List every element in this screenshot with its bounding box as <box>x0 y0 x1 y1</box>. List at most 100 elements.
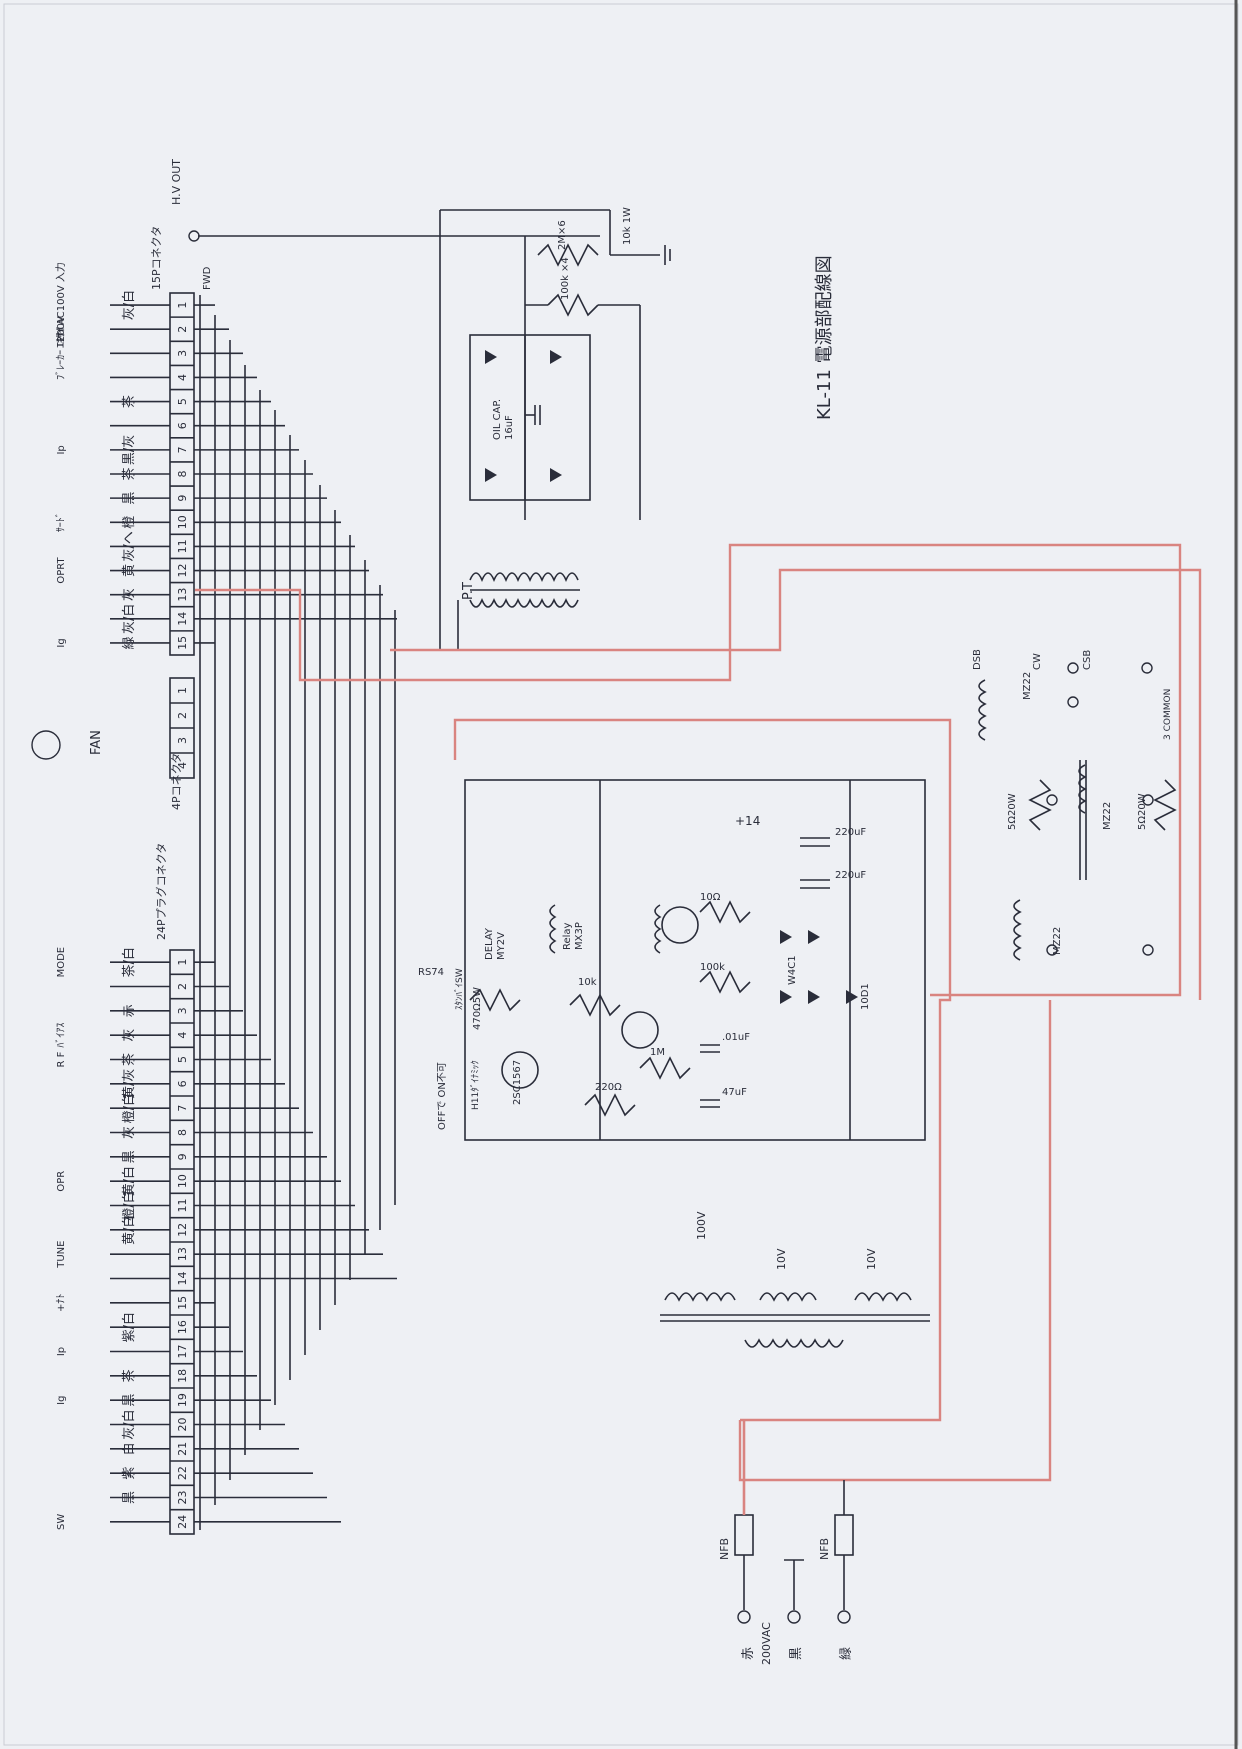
csb-label: CSB <box>1082 650 1093 670</box>
pin-number: 19 <box>176 1393 189 1407</box>
tr2-label: H11ﾀﾞｲﾅﾐｯｸ <box>470 1060 481 1110</box>
pin-number: 9 <box>176 495 189 502</box>
pin-number: 1 <box>176 959 189 966</box>
pin-function-label: +ﾅﾄ <box>55 1294 67 1312</box>
r-10k1w-label: 10k 1W <box>622 207 633 245</box>
v10b-label: 10V <box>865 1248 878 1270</box>
wire-color-label: 橙/白 <box>121 1190 137 1220</box>
pin-function-label: OPR <box>56 1171 67 1192</box>
wire-color-label: 茶/白 <box>121 947 137 977</box>
wire-color-label: 灰/白 <box>121 604 137 634</box>
pt-label: P.T <box>461 582 476 600</box>
pin-function-label: SW <box>56 1514 67 1530</box>
r-220-label: 220Ω <box>595 1082 622 1093</box>
wire-color-label: 黒/灰 <box>122 435 137 465</box>
wire-color-label: 紫/白 <box>121 1312 137 1342</box>
common-label: 3 COMMON <box>1163 689 1173 740</box>
fan-label: FAN <box>89 730 104 755</box>
v10a-label: 10V <box>775 1248 788 1270</box>
wire-color-label: 灰/白 <box>121 290 137 320</box>
hv-out-label: H.V OUT <box>170 159 183 205</box>
connector-15p-tag: FWD <box>202 266 213 290</box>
wire-color-label: 黒 <box>122 1491 137 1504</box>
pin-number: 7 <box>176 1105 189 1112</box>
pin-number: 15 <box>176 1296 189 1310</box>
c-01-label: .01uF <box>722 1032 750 1043</box>
connector-4p: 1 2 3 4 <box>169 677 195 779</box>
wire-color-label: 黄/白 <box>121 1166 137 1196</box>
r-1m-label: 1M <box>650 1047 665 1058</box>
wire-color-label: 赤 <box>122 1004 137 1017</box>
relay-delay-label: DELAY <box>484 927 495 960</box>
pin-number: 12 <box>176 1223 189 1237</box>
wire-color-label: 白 <box>121 1442 137 1455</box>
oilcap-value: 16uF <box>504 415 515 440</box>
ac-label: 200VAC <box>760 1622 773 1665</box>
pin-number: 4 <box>176 1032 189 1039</box>
pin-number: 13 <box>176 1247 189 1261</box>
relay-delay-model: MY2V <box>496 932 507 960</box>
pin-number: 4 <box>176 374 189 381</box>
wire-color-label: 茶 <box>121 467 137 480</box>
wire-color-label: 黒 <box>122 1150 137 1163</box>
pin-number: 24 <box>176 1515 189 1529</box>
mz22c-label: MZ22 <box>1052 927 1063 955</box>
pin-number: 6 <box>176 422 189 429</box>
pin-number: 2 <box>176 326 189 333</box>
offon-label: OFFで ON不可 <box>437 1062 448 1130</box>
c-220a-label: 220uF <box>835 827 866 838</box>
pin-function-label: ﾌﾞﾚｰｶｰ ｴｷｻｲ <box>55 327 67 380</box>
pin-number: 8 <box>176 471 189 478</box>
pin-number: 4 <box>176 762 189 769</box>
wire-color-label: 灰 <box>122 1126 137 1139</box>
pin-number: 8 <box>176 1129 189 1136</box>
pin-number: 1 <box>176 687 189 694</box>
r-100k2-label: 100k <box>700 962 725 973</box>
pin-number: 2 <box>176 983 189 990</box>
r-100k-label: 100k ×4 <box>560 257 571 300</box>
diode-label: 10D1 <box>860 983 871 1010</box>
pin-number: 20 <box>176 1418 189 1432</box>
pin-number: 18 <box>176 1369 189 1383</box>
pin-function-label: ｻｰﾄﾞ <box>55 512 67 532</box>
mains-black: 黒 <box>789 1647 804 1660</box>
relay-main-model: MX3P <box>574 922 585 950</box>
pin-function-label: Ig <box>56 638 67 647</box>
pin-number: 12 <box>176 564 189 578</box>
wire-color-label: 茶 <box>121 1369 137 1382</box>
pin-number: 22 <box>176 1466 189 1480</box>
pin-number: 10 <box>176 1174 189 1188</box>
cw-label: CW <box>1032 653 1043 670</box>
pin-function-label: MODE <box>56 947 67 978</box>
pin-number: 1 <box>176 302 189 309</box>
pin-number: 13 <box>176 588 189 602</box>
wire-color-label: 紫 <box>122 1467 137 1480</box>
wire-color-label: 灰/白 <box>121 1409 137 1439</box>
mains-red: 赤 <box>741 1647 756 1660</box>
oilcap-label: OIL CAP. <box>492 399 503 440</box>
pin-number: 9 <box>176 1153 189 1160</box>
wire-color-label: 黒 <box>122 1394 137 1407</box>
tr1-label: 2SC1567 <box>512 1060 523 1105</box>
fan-icon <box>31 730 61 760</box>
pin-number: 23 <box>176 1491 189 1505</box>
wire-color-label: 黒 <box>122 492 137 505</box>
connector-15p-label: 15Pコネクタ <box>150 226 163 290</box>
pin-number: 2 <box>176 712 189 719</box>
mz22b-label: MZ22 <box>1102 802 1113 830</box>
wire-color-label: 茶 <box>121 395 137 408</box>
pin-number: 16 <box>176 1320 189 1334</box>
bridge-label: W4C1 <box>787 955 798 985</box>
wire-color-label: 黄 <box>122 564 137 577</box>
wire-color-label: 黄/白 <box>121 1215 137 1245</box>
pin-function-label: Ip <box>56 445 67 454</box>
r-10-label: 10Ω <box>700 892 721 903</box>
wire-color-label: 橙/白 <box>121 1093 137 1123</box>
rs-sw-label: ｽﾀﾝﾊﾞｲSW <box>454 968 465 1010</box>
pin-number: 3 <box>176 737 189 744</box>
pin-function-label: Ip <box>56 1347 67 1356</box>
pin-function-label: ｴｷｻｲ AC100V 入力 <box>54 262 67 348</box>
